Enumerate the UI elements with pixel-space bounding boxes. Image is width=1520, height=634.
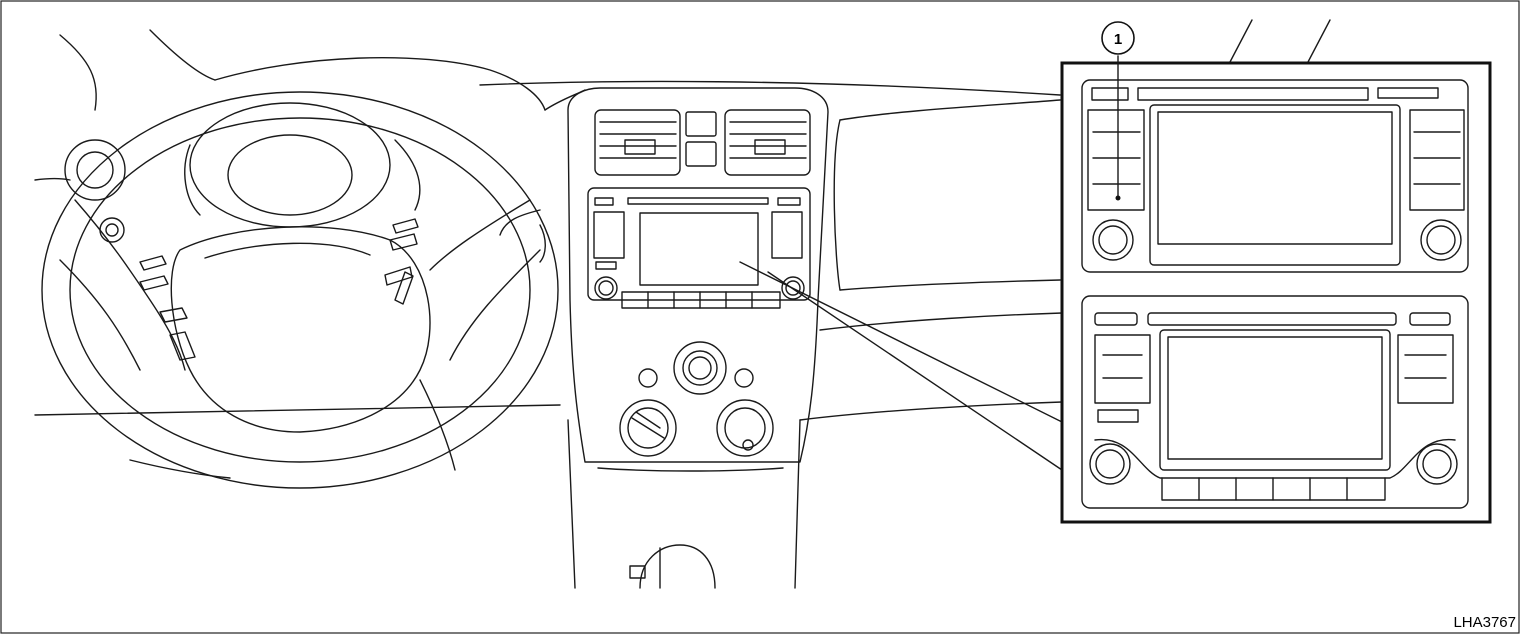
figure-code: LHA3767 [1453,614,1516,631]
steering-wheel [41,91,559,489]
dashboard-outline [34,29,1063,589]
lower-audio-unit [1081,295,1469,509]
callout-number: 1 [1114,31,1122,48]
callout-1: 1 [1101,21,1135,197]
zoom-lines [739,19,1331,471]
inset-panel: 1 [1060,21,1492,524]
upper-audio-unit [1081,79,1469,273]
center-console [567,87,829,463]
